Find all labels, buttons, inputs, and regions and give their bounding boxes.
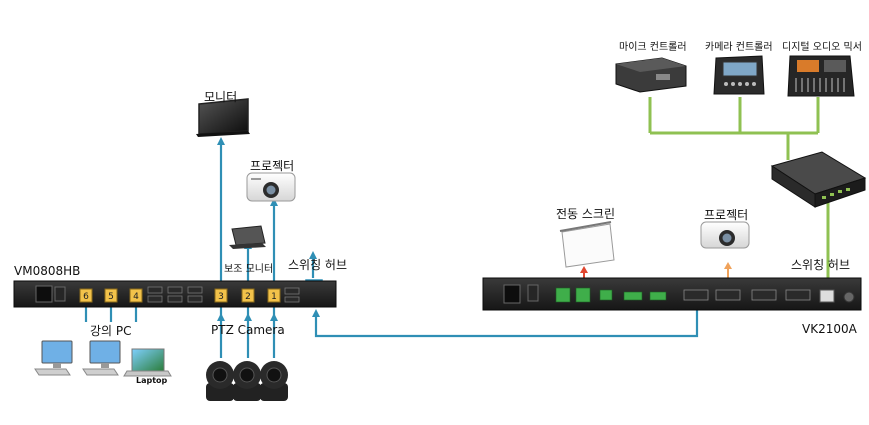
port-6: 6: [83, 292, 89, 302]
label-projector-right: 프로젝터: [704, 208, 749, 222]
label-switch-hub-right: 스위칭 허브: [791, 258, 851, 272]
label-mic-controller: 마이크 컨트롤러: [619, 42, 687, 53]
projector-right: [700, 221, 750, 249]
label-camera-controller: 카메라 컨트롤러: [705, 42, 773, 53]
aux-monitor-device: [229, 225, 266, 249]
port-2: 2: [245, 292, 251, 302]
vm-port-labels: 6 5 4 3 2 1: [79, 288, 281, 303]
label-vk-model: VK2100A: [802, 322, 857, 336]
rs232-link: [314, 304, 699, 338]
port-1: 1: [271, 292, 277, 302]
mic-controller-device: [615, 57, 687, 93]
ptz-camera-2: [233, 361, 261, 401]
label-monitor: 모니터: [204, 90, 238, 104]
label-switch-hub-left: 스위칭 허브: [288, 258, 348, 272]
label-laptop: Laptop: [136, 376, 168, 385]
port-4: 4: [133, 292, 139, 302]
ptz-cameras: [206, 361, 288, 401]
monitor-tv: [196, 98, 250, 137]
network-switch-device: [770, 151, 867, 208]
projector-left: [246, 172, 296, 202]
ptz-camera-1: [206, 361, 234, 401]
lecture-pcs: [34, 340, 172, 377]
label-screen: 전동 스크린: [556, 207, 616, 221]
port-3: 3: [218, 292, 224, 302]
label-aux-monitor: 보조 모니터: [224, 264, 274, 275]
vk2100a-device: [482, 277, 862, 311]
network-lines: [648, 97, 830, 290]
label-audio-mixer: 디지털 오디오 믹서: [782, 42, 862, 53]
motor-screen-device: [559, 221, 615, 268]
label-vm-model: VM0808HB: [14, 264, 81, 278]
label-ptz-camera: PTZ Camera: [211, 323, 285, 337]
audio-mixer-device: [787, 55, 855, 97]
vm0808hb-device: [13, 280, 337, 308]
port-5: 5: [108, 292, 114, 302]
ptz-camera-3: [260, 361, 288, 401]
label-lecture-pc: 강의 PC: [90, 324, 132, 338]
camera-controller-device: [713, 55, 765, 95]
label-projector-left: 프로젝터: [250, 159, 295, 173]
